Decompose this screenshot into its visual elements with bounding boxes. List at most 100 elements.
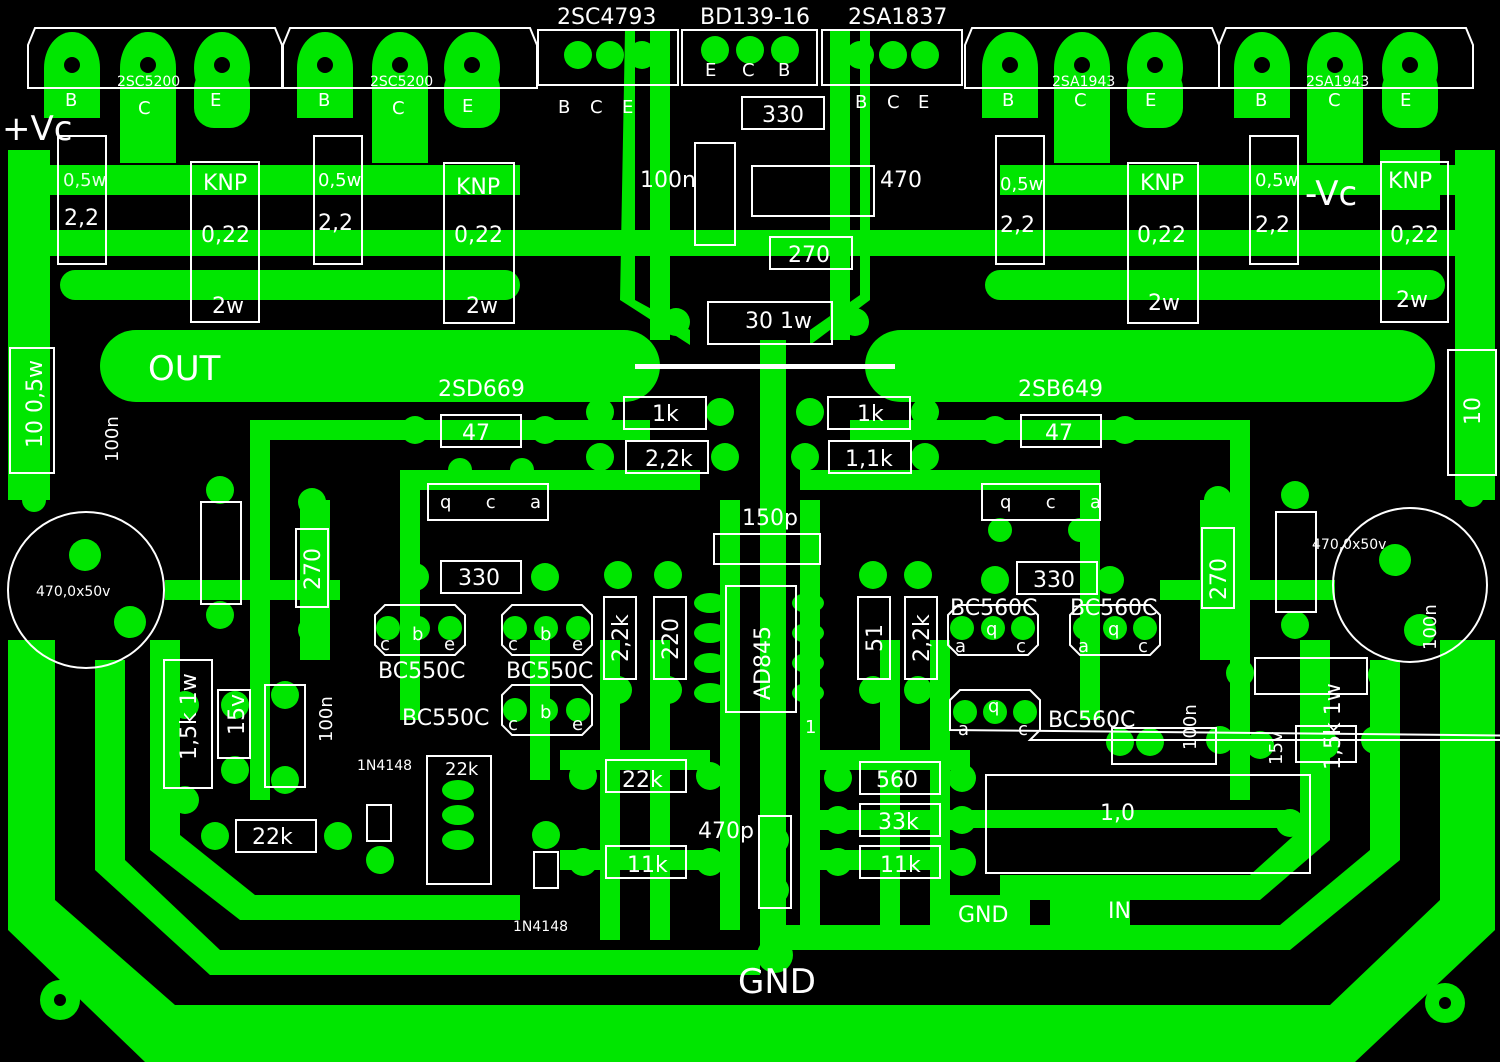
bias-pin-e: E [705, 60, 716, 81]
r10-right-label: 10 [1461, 397, 1486, 425]
pre-n-name: 2SD669 [438, 377, 525, 402]
r47-left-label: 47 [462, 421, 490, 446]
r330-top-label: 330 [762, 103, 804, 128]
r270-top-label: 270 [788, 243, 830, 268]
q1-pin-b: B [65, 90, 77, 111]
bc560-1-pin-a: a [955, 636, 966, 657]
misc-pads [18, 168, 1484, 973]
c100n-bl-label: 100n [316, 696, 337, 742]
driver-pads [564, 36, 939, 69]
r15k-right-label: 1,5k 1w [1321, 683, 1346, 770]
r1k-right-label: 1k [857, 402, 884, 427]
bc560-1-pin-q: q [986, 619, 997, 640]
bc560-3-pin-a: a [958, 719, 969, 740]
bc550-1-name: BC550C [378, 659, 465, 684]
bc550-2-pin-e: e [572, 634, 583, 655]
r22k-mid-label: 22k [622, 768, 663, 793]
r330-right-label: 330 [1033, 568, 1075, 593]
bc560-1-name: BC560C [950, 596, 1037, 621]
ic-name: AD845 [751, 626, 776, 700]
bc550-1-pin-c: c [380, 634, 390, 655]
d1-label: 1N4148 [357, 758, 412, 774]
bc550-1-pin-e: e [444, 634, 455, 655]
r51-v-label: 51 [863, 624, 888, 652]
bc560-2-name: BC560C [1070, 596, 1157, 621]
q4-pin-c: C [1328, 90, 1341, 111]
knp1-bottom: 2w [212, 294, 244, 319]
mounting-holes [40, 980, 1465, 1023]
q1-pin-e: E [210, 90, 221, 111]
r-fuse1-val: 2,2 [64, 206, 99, 231]
q3-name: 2SA1943 [1052, 74, 1115, 90]
drv1-pin-e: E [622, 97, 633, 118]
drv2-pin-b: B [855, 92, 867, 113]
vc-minus-label: -Vc [1305, 174, 1357, 214]
labels-layer: +Vc -Vc OUT GND GND IN 2SC5200 B C E 2SC… [2, 5, 1486, 1002]
knp2-bottom: 2w [466, 294, 498, 319]
d2-label: 1N4148 [513, 919, 568, 935]
out-label: OUT [148, 349, 221, 389]
c150p-label: 150p [742, 506, 798, 531]
z15-right-label: 15v [1266, 731, 1287, 765]
r-fuse1-top: 0,5w [63, 170, 106, 191]
bias-name: BD139-16 [700, 5, 810, 30]
r270-left-label: 270 [301, 548, 326, 590]
c100n-r1-label: 100n [1420, 604, 1441, 650]
knp4-top: KNP [1388, 169, 1432, 194]
pot470-label: 470 [880, 168, 922, 193]
r-fuse2-val: 2,2 [318, 211, 353, 236]
bias-pin-b: B [778, 60, 790, 81]
r47-right-label: 47 [1045, 421, 1073, 446]
r11k-a-label: 11k [627, 853, 668, 878]
knp2-top: KNP [456, 175, 500, 200]
knp3-top: KNP [1140, 171, 1184, 196]
silkscreen-layer [7, 27, 1500, 909]
bc560-3-pin-c: c [1018, 719, 1028, 740]
c100n-top-label: 100n [640, 168, 696, 193]
knp3-bottom: 2w [1148, 291, 1180, 316]
knp4-val: 0,22 [1390, 223, 1439, 248]
r22k-left-label: 2,2k [645, 447, 693, 472]
elco-left-label: 470,0x50v [36, 584, 110, 600]
elco-right-label: 470,0x50v [1312, 537, 1386, 553]
bc560-1-pin-c: c [1016, 636, 1026, 657]
q1-name: 2SC5200 [117, 74, 180, 90]
bc550-3-pin-b: b [540, 702, 551, 723]
r-fuse2-top: 0,5w [318, 170, 361, 191]
c100n-r2-label: 100n [1180, 704, 1201, 750]
bias-pin-c: C [742, 60, 755, 81]
r10-05w-label: 10 0,5w [23, 360, 48, 448]
bc550-2-name: BC550C [506, 659, 593, 684]
bc560-3-pin-q: q [988, 696, 999, 717]
r1k-left-label: 1k [652, 402, 679, 427]
drv1-pin-c: C [590, 97, 603, 118]
knp3-val: 0,22 [1137, 223, 1186, 248]
to126-left-pins: q c a [440, 492, 541, 513]
q2-pin-c: C [392, 98, 405, 119]
bc550-3-pin-c: c [508, 714, 518, 735]
bc550-3-name: BC550C [402, 706, 489, 731]
drv1-pin-b: B [558, 97, 570, 118]
q2-pin-e: E [462, 96, 473, 117]
drv2-name: 2SA1837 [848, 5, 947, 30]
r15k-left-label: 1,5k 1w [177, 673, 202, 760]
c470p-label: 470p [698, 819, 754, 844]
bc560-2-pin-a: a [1078, 636, 1089, 657]
ic-pin1: 1 [805, 717, 816, 738]
q2-pads [297, 32, 500, 163]
r30-label: 30 1w [745, 309, 812, 334]
r-fuse3-val: 2,2 [1000, 213, 1035, 238]
drv2-pin-c: C [887, 92, 900, 113]
r-fuse4-top: 0,5w [1255, 170, 1298, 191]
bc560-2-pin-c: c [1138, 636, 1148, 657]
q1-pin-c: C [138, 98, 151, 119]
q2-pin-b: B [318, 90, 330, 111]
z15-left-label: 15v [225, 694, 250, 735]
bc550-3-pin-e: e [572, 714, 583, 735]
q4-pin-b: B [1255, 90, 1267, 111]
r-fuse4-val: 2,2 [1255, 213, 1290, 238]
q2-name: 2SC5200 [370, 74, 433, 90]
bc550-2-pin-b: b [540, 624, 551, 645]
r560-label: 560 [876, 768, 918, 793]
